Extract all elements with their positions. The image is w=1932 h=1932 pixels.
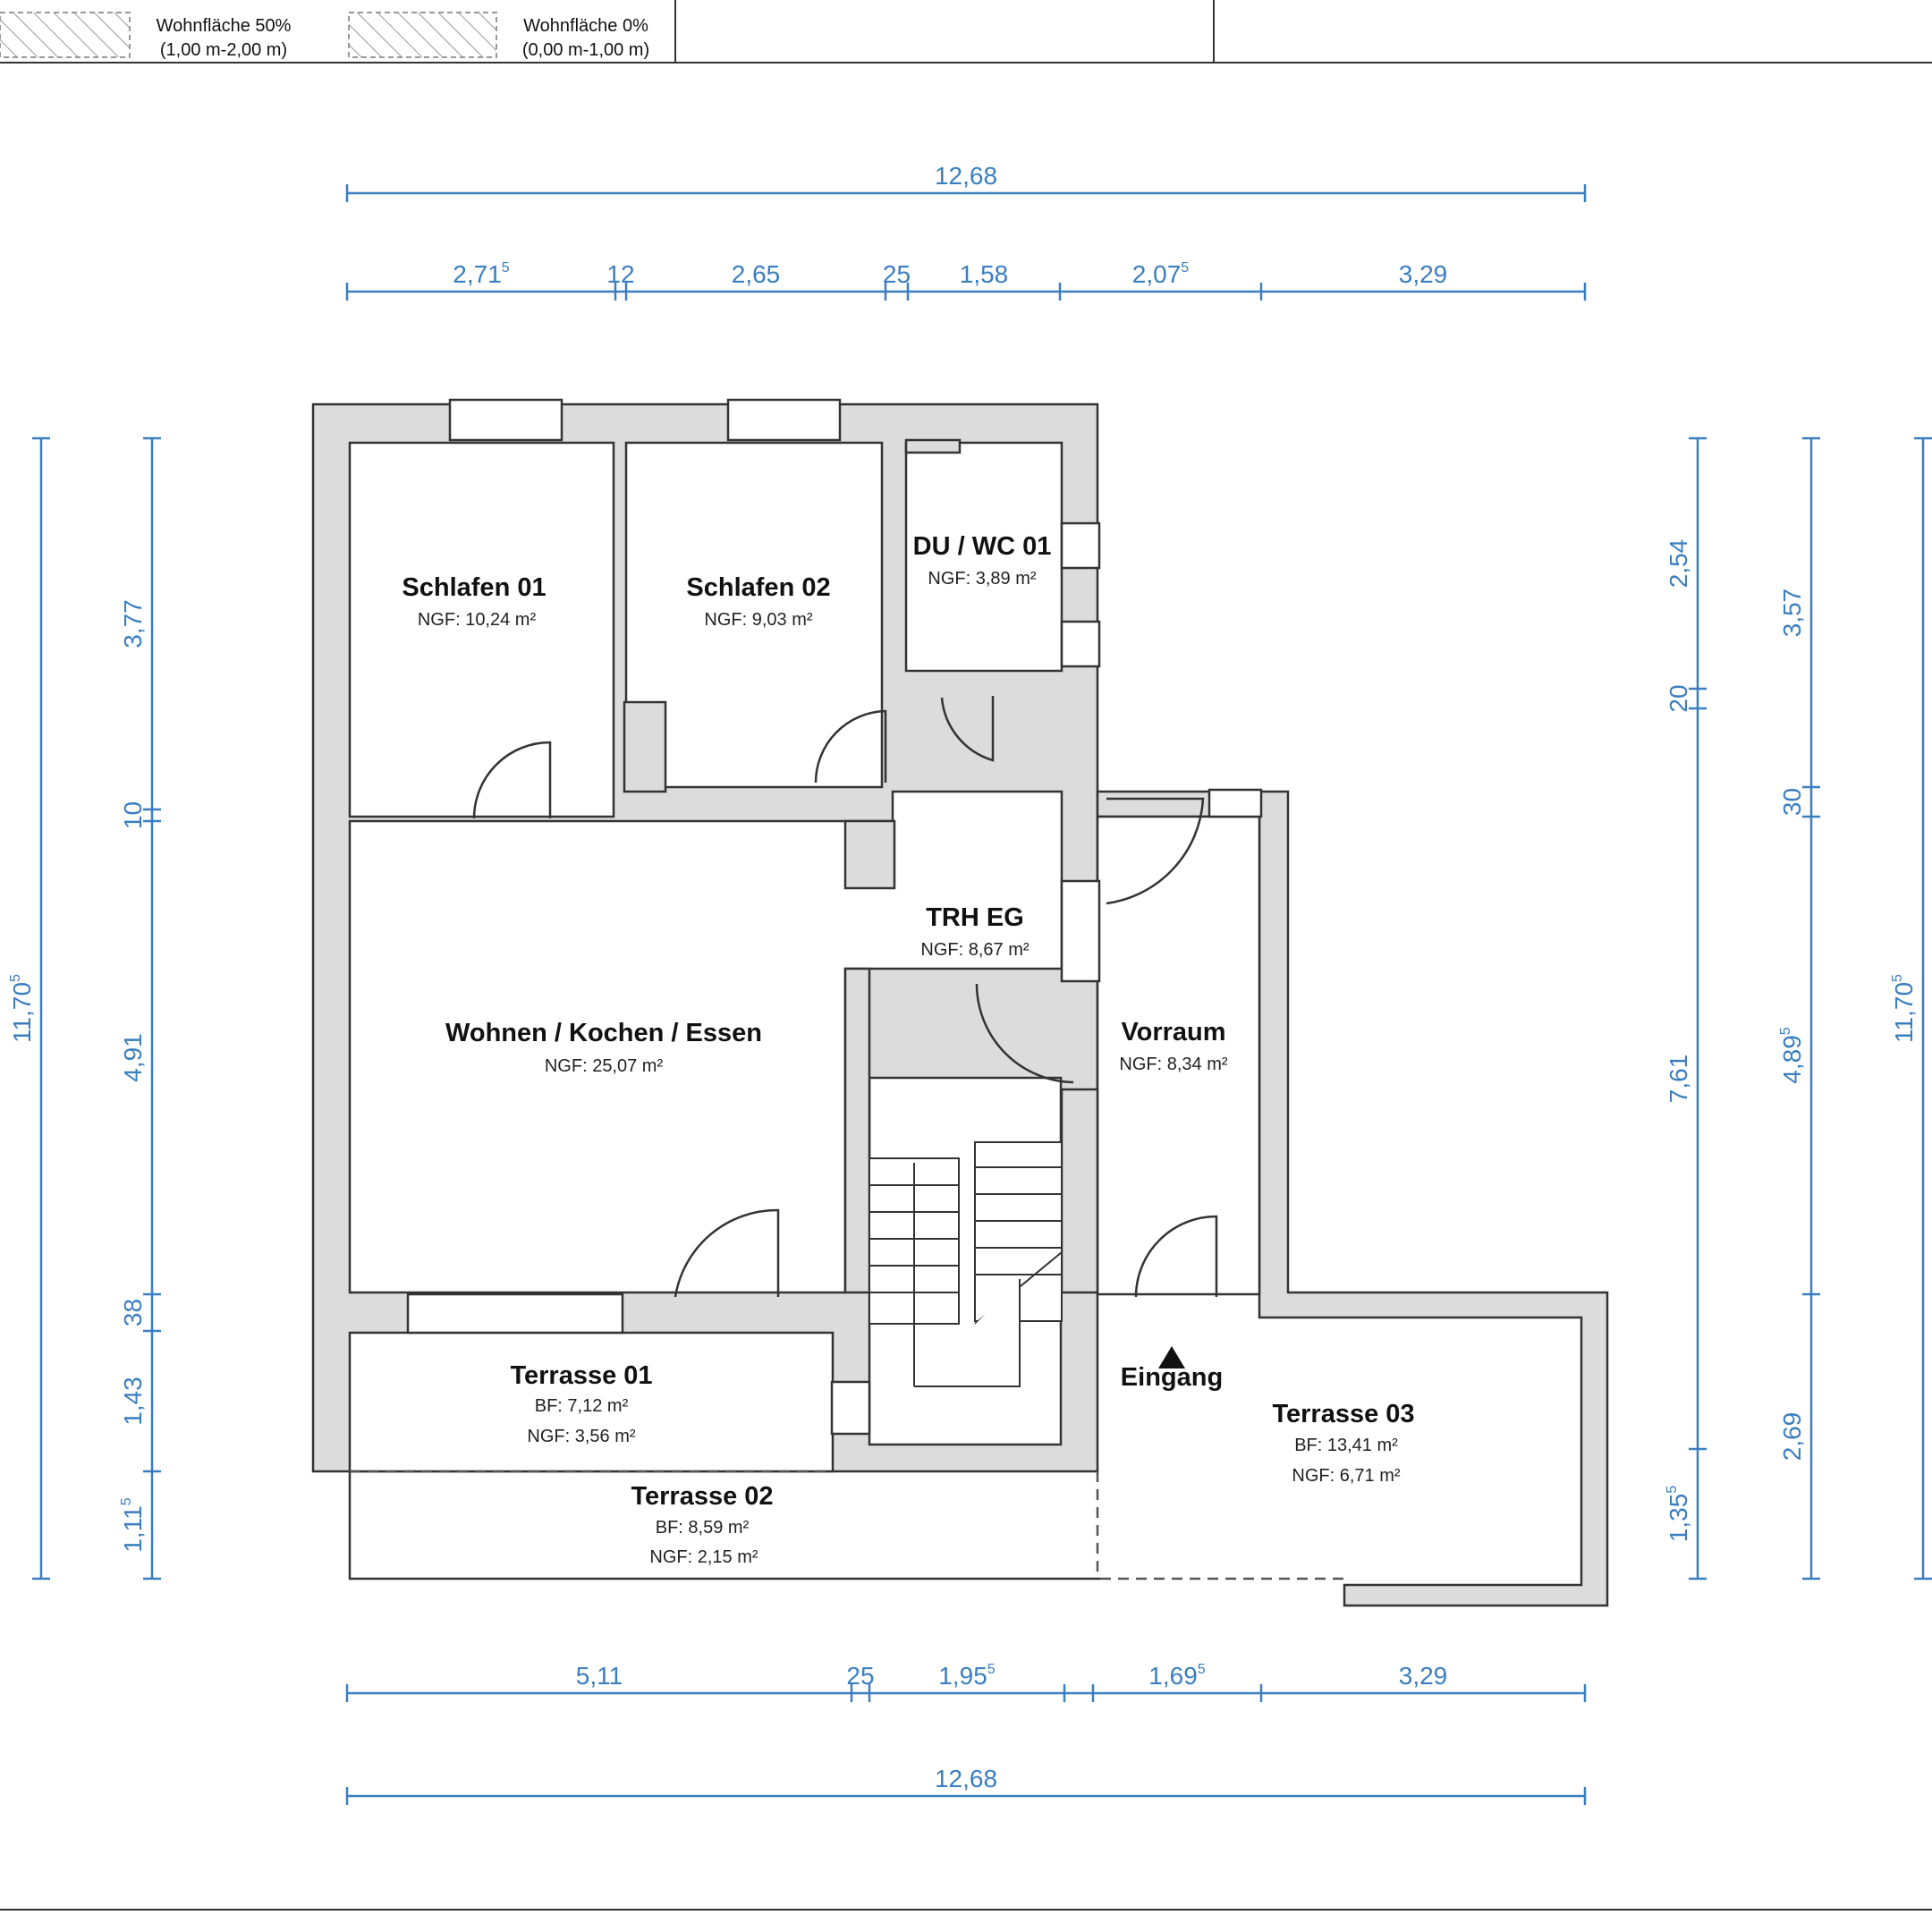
legend-swatch-0 bbox=[348, 12, 497, 58]
dim-left-seg-label-2: 4,91 bbox=[119, 1033, 147, 1082]
dim-right-outer-label-2: 4,895 bbox=[1778, 1027, 1806, 1084]
vorraum-name: Vorraum bbox=[1121, 1018, 1225, 1046]
room-schlafen01 bbox=[348, 441, 615, 818]
legend-0-range: (0,00 m-1,00 m) bbox=[522, 40, 649, 60]
partition-stub-1 bbox=[623, 700, 667, 793]
dim-left-seg-label-5: 1,115 bbox=[119, 1497, 147, 1552]
dim-top-seg-label-0: 2,715 bbox=[453, 260, 510, 288]
dim-bottom-seg-label-2: 1,955 bbox=[938, 1662, 996, 1690]
dim-bottom-seg-label-4: 1,695 bbox=[1148, 1662, 1206, 1690]
dimension-chains: 12,68 2,715 12 2,65 25 1,58 2,075 3,29 5,11 25 1,9… bbox=[8, 162, 1932, 1805]
wohnen-name: Wohnen / Kochen / Essen bbox=[445, 1019, 762, 1047]
entrance-arrow-icon bbox=[1158, 1346, 1185, 1368]
dim-bottom-seg-label-1: 25 bbox=[846, 1662, 874, 1690]
door-trh-vorraum bbox=[975, 983, 1074, 1084]
dim-top-seg-label-6: 3,29 bbox=[1399, 260, 1448, 288]
dim-left-seg-label-1: 10 bbox=[119, 801, 147, 829]
dim-bottom-total-label-0: 12,68 bbox=[935, 1765, 997, 1792]
terrasse01-area: NGF: 3,56 m² bbox=[527, 1427, 635, 1446]
partition-stub-5 bbox=[904, 438, 962, 454]
dim-left-seg-label-3: 38 bbox=[119, 1299, 147, 1326]
schlafen02-name: Schlafen 02 bbox=[686, 573, 830, 602]
dim-bottom-seg-label-5: 3,29 bbox=[1399, 1662, 1448, 1690]
dim-top-seg-label-3: 25 bbox=[883, 260, 911, 288]
window-wohnen bbox=[406, 1292, 624, 1335]
room-labels: Schlafen 01 NGF: 10,24 m² Schlafen 02 NG… bbox=[402, 532, 1414, 1567]
staircase bbox=[869, 1141, 1063, 1387]
eingang-label: Eingang bbox=[1121, 1363, 1223, 1392]
dim-right-outer-label-0: 3,57 bbox=[1778, 589, 1806, 638]
door-eingang bbox=[1134, 1215, 1218, 1298]
dim-bottom-seg-label-0: 5,11 bbox=[576, 1662, 623, 1690]
dim-top-seg-label-5: 2,075 bbox=[1132, 260, 1190, 288]
window-schlafen01 bbox=[448, 398, 564, 442]
dim-top-seg-label-2: 2,65 bbox=[732, 260, 781, 288]
dim-right-inner-label-1: 20 bbox=[1665, 684, 1692, 712]
window-bath-1 bbox=[1060, 521, 1101, 570]
schlafen01-area: NGF: 10,24 m² bbox=[418, 610, 537, 630]
terrasse02-bf: BF: 8,59 m² bbox=[656, 1518, 750, 1538]
legend-0-label: Wohnfläche 0% bbox=[523, 16, 648, 36]
trheg-name: TRH EG bbox=[926, 903, 1024, 932]
wohnen-area: NGF: 25,07 m² bbox=[545, 1056, 664, 1076]
legend-50-range: (1,00 m-2,00 m) bbox=[160, 40, 287, 60]
dim-right-inner-label-2: 7,61 bbox=[1665, 1055, 1692, 1104]
dim-right-inner-label-0: 2,54 bbox=[1665, 539, 1692, 589]
window-bath-2 bbox=[1060, 620, 1101, 668]
dim-top-total-label-0: 12,68 bbox=[935, 162, 997, 190]
dim-top-seg-label-4: 1,58 bbox=[960, 260, 1009, 288]
dim-right-outer-label-3: 2,69 bbox=[1778, 1412, 1806, 1462]
window-vorraum bbox=[1208, 788, 1263, 818]
door-terrasse01 bbox=[674, 1208, 780, 1298]
terrasse03-name: Terrasse 03 bbox=[1272, 1400, 1414, 1428]
dim-right-total-label-0: 11,705 bbox=[1890, 974, 1918, 1043]
duwc01-name: DU / WC 01 bbox=[913, 532, 1052, 561]
window-stair bbox=[830, 1380, 871, 1436]
terrasse02-area: NGF: 2,15 m² bbox=[649, 1547, 758, 1567]
terrasse01-name: Terrasse 01 bbox=[510, 1361, 652, 1390]
trheg-area: NGF: 8,67 m² bbox=[920, 940, 1029, 960]
schlafen01-name: Schlafen 01 bbox=[402, 573, 546, 602]
legend-swatch-50 bbox=[0, 12, 131, 58]
duwc01-area: NGF: 3,89 m² bbox=[928, 569, 1036, 589]
dim-top-seg-label-1: 12 bbox=[606, 260, 634, 288]
room-duwc01 bbox=[904, 441, 1063, 673]
door-schlafen01 bbox=[472, 741, 552, 819]
terrasse03-bf: BF: 13,41 m² bbox=[1294, 1436, 1398, 1455]
window-schlafen02 bbox=[726, 398, 842, 442]
terrasse02-outline bbox=[348, 1471, 1100, 1580]
partition-stub-3 bbox=[843, 967, 871, 1294]
dim-right-outer-label-1: 30 bbox=[1778, 788, 1806, 816]
door-duwc bbox=[940, 696, 995, 762]
room-wohnen bbox=[348, 790, 1063, 1294]
building bbox=[311, 398, 1609, 1607]
dim-right-inner-label-3: 1,355 bbox=[1665, 1486, 1692, 1543]
partition-stub-2 bbox=[843, 819, 896, 890]
window-trh bbox=[1060, 879, 1101, 983]
door-vorraum-ext bbox=[1106, 797, 1205, 905]
dim-left-total-label-0: 11,705 bbox=[8, 974, 36, 1043]
legend-50-label: Wohnfläche 50% bbox=[157, 16, 292, 36]
terrasse03-area: NGF: 6,71 m² bbox=[1292, 1466, 1400, 1486]
terrasse01-bf: BF: 7,12 m² bbox=[535, 1396, 629, 1416]
terrasse02-name: Terrasse 02 bbox=[631, 1482, 773, 1511]
door-schlafen02 bbox=[814, 709, 887, 784]
dim-left-seg-label-0: 3,77 bbox=[119, 599, 147, 648]
legend: Wohnfläche 50% (1,00 m-2,00 m) Wohnfläch… bbox=[0, 0, 1932, 64]
schlafen02-area: NGF: 9,03 m² bbox=[704, 610, 812, 630]
dim-left-seg-label-4: 1,43 bbox=[119, 1377, 147, 1426]
vorraum-area: NGF: 8,34 m² bbox=[1119, 1055, 1227, 1074]
partition-stub-4 bbox=[1060, 1088, 1099, 1294]
